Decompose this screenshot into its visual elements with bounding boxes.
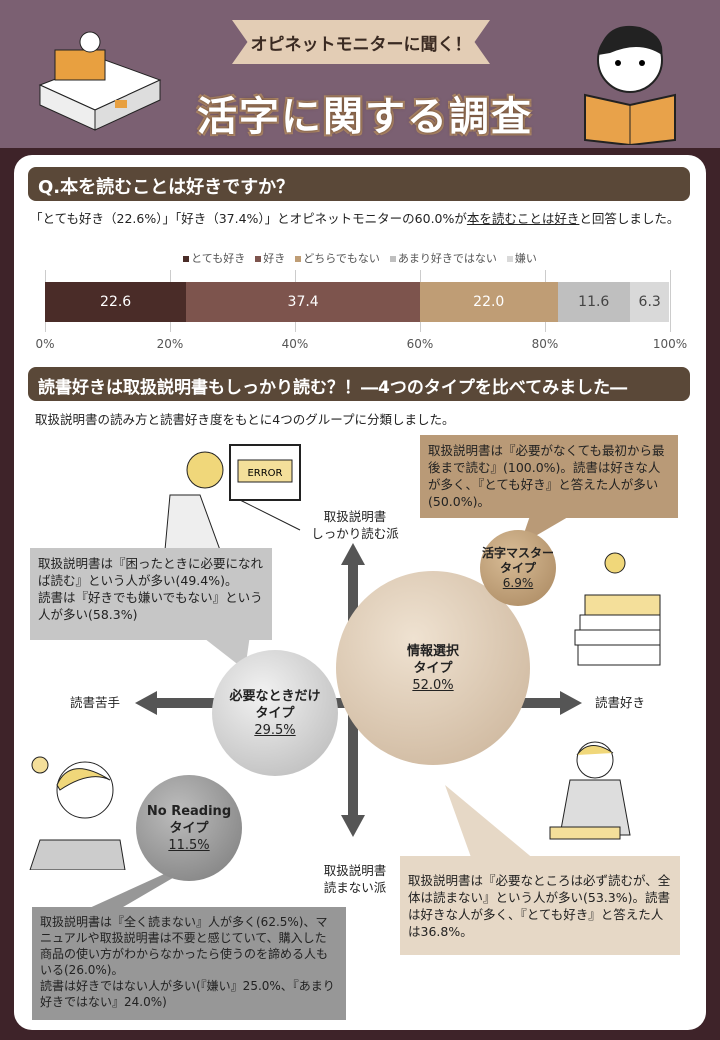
survey-badge: オピネットモニターに聞く！ <box>232 20 490 64</box>
axis-label-left: 読書苦手 <box>70 695 121 710</box>
x-tick-label: 20% <box>156 337 184 351</box>
type-percent: 11.5% <box>168 837 210 853</box>
error-label: ERROR <box>247 468 282 479</box>
legend-label: あまり好きではない <box>397 252 497 265</box>
arrow-up-icon <box>341 543 365 565</box>
legend-swatch-icon <box>506 256 513 262</box>
type-name: No Reading タイプ <box>146 803 232 836</box>
legend-item: どちらでもない <box>295 252 380 265</box>
bar-segment: 22.0 <box>420 282 558 322</box>
summary-highlight: 本を読むことは好き <box>466 211 580 226</box>
summary-text: 「とても好き（22.6%）」「好き（37.4%）」とオピネットモニターの60.0… <box>30 211 467 226</box>
callout-jouhou-sentaku: 取扱説明書は『必要なところは必ず読むが、全体は読まない』という人が多い(53.3… <box>400 856 680 955</box>
type-name: 必要なときだけ タイプ <box>229 688 321 721</box>
type-name: 活字マスター タイプ <box>481 545 554 575</box>
callout-no-reading: 取扱説明書は『全く読まない』人が多く(62.5%)、マニュアルや取扱説明書は不要… <box>32 907 346 1020</box>
idea-person-icon <box>29 756 126 870</box>
question-heading: Q.本を読むことは好きですか？ <box>28 167 690 201</box>
bar-segment: 6.3 <box>630 282 670 322</box>
page-title: 活字に関する調査 <box>197 94 533 140</box>
businessman-reading-icon <box>549 741 631 840</box>
legend-item: 好き <box>255 252 285 265</box>
callout-katsuji-master: 取扱説明書は『必要がなくても最初から最後まで読む』(100.0%)。読書は好きな… <box>420 435 678 518</box>
axis-label-bottom: 取扱説明書 読まない派 <box>323 863 387 895</box>
legend-item: 嫌い <box>506 252 537 265</box>
chart-legend: とても好き 好き どちらでもない あまり好きではない 嫌い <box>0 250 720 266</box>
arrow-left-icon <box>135 691 157 715</box>
section-heading: 読書好きは取扱説明書もしっかり読む？！―4つのタイプを比べてみました― <box>28 367 690 401</box>
x-tick-label: 40% <box>281 337 309 351</box>
legend-label: どちらでもない <box>303 252 380 265</box>
type-name: 情報選択 タイプ <box>406 643 459 676</box>
legend-item: あまり好きではない <box>389 252 497 265</box>
axis-label-top: 取扱説明書 しっかり読む派 <box>311 509 399 541</box>
computer-error-illustration-icon: ERROR <box>164 444 301 550</box>
books-illustration-icon <box>574 552 661 666</box>
summary-text-end: と回答しました。 <box>579 211 680 226</box>
legend-swatch-icon <box>295 256 302 262</box>
arrow-down-icon <box>341 815 365 837</box>
gridline <box>670 270 671 332</box>
legend-swatch-icon <box>389 256 396 262</box>
x-tick-label: 80% <box>531 337 559 351</box>
legend-label: 嫌い <box>514 252 537 265</box>
type-percent: 29.5% <box>254 722 296 738</box>
x-tick-label: 0% <box>35 337 55 351</box>
legend-item: とても好き <box>183 252 245 265</box>
section-intro: 取扱説明書の読み方と読書好き度をもとに4つのグループに分類しました。 <box>35 412 455 427</box>
bar-segment: 37.4 <box>186 282 420 322</box>
sofa-illustration-icon <box>38 31 162 131</box>
bar-segment: 22.6 <box>45 282 187 322</box>
callout-hitsuyou: 取扱説明書は『困ったときに必要になれば読む』という人が多い(49.4%)。 読書… <box>30 548 272 640</box>
legend-swatch-icon <box>183 256 190 262</box>
type-percent: 52.0% <box>412 677 454 693</box>
arrow-right-icon <box>560 691 582 715</box>
type-percent: 6.9% <box>502 575 534 590</box>
legend-swatch-icon <box>255 256 262 262</box>
legend-label: とても好き <box>191 252 246 265</box>
reading-boy-icon <box>584 25 676 145</box>
header: オピネットモニターに聞く！ 活字に関する調査 <box>0 0 720 148</box>
question-summary: 「とても好き（22.6%）」「好き（37.4%）」とオピネットモニターの60.0… <box>30 210 690 227</box>
legend-label: 好き <box>263 252 286 265</box>
bar-segment: 11.6 <box>557 282 630 322</box>
axis-label-right: 読書好き <box>595 695 646 710</box>
x-tick-label: 100% <box>652 337 688 351</box>
x-tick-label: 60% <box>406 337 434 351</box>
